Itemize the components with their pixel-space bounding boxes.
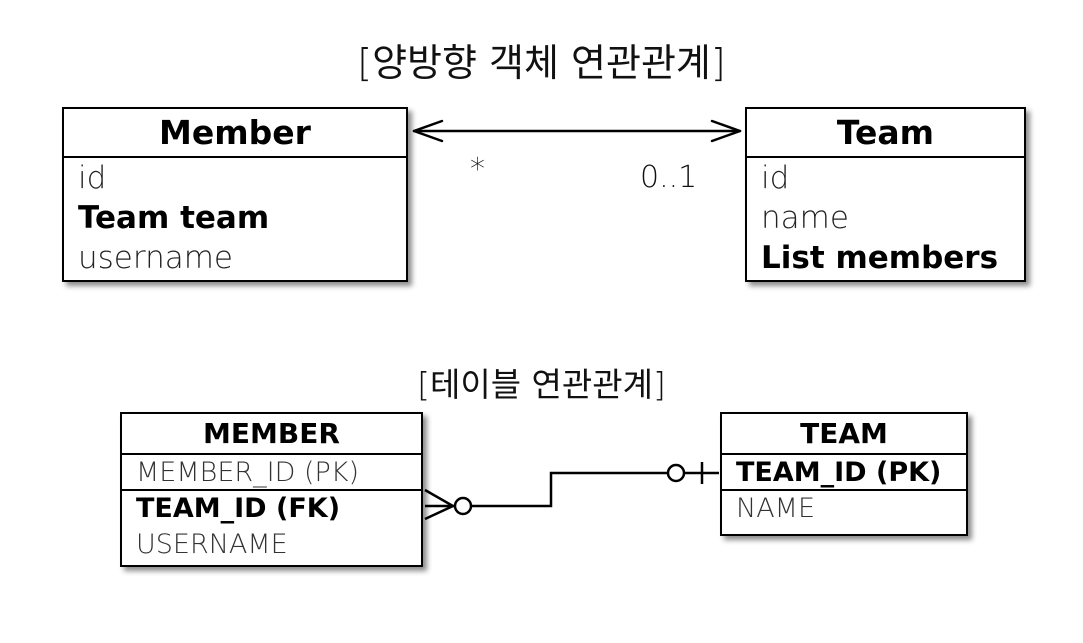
team-object-field-members: List members xyxy=(761,240,999,276)
crows-foot-many-icon xyxy=(424,488,456,521)
arrowhead-left-icon xyxy=(412,119,444,143)
team-table-box: TEAM TEAM_ID (PK) NAME xyxy=(720,412,968,536)
member-table-name: MEMBER xyxy=(122,414,421,455)
team-table-column-name: NAME xyxy=(736,493,816,524)
optional-circle-left-icon xyxy=(453,496,473,516)
member-object-name: Member xyxy=(64,109,406,158)
member-object-field-id: id xyxy=(78,160,107,196)
member-object-box: Member id Team team username xyxy=(62,107,408,282)
optional-circle-right-icon xyxy=(666,463,686,483)
left-multiplicity-label: * xyxy=(470,152,485,187)
member-object-field-team: Team team xyxy=(78,200,270,236)
member-table-column-member-id: MEMBER_ID (PK) xyxy=(122,455,421,491)
member-table-column-team-id: TEAM_ID (FK) xyxy=(136,493,341,524)
team-object-name: Team xyxy=(747,109,1024,158)
object-relationship-title: [양방향 객체 연관관계] xyxy=(357,41,726,85)
team-object-field-name: name xyxy=(761,200,849,236)
relationship-connector-line xyxy=(471,471,668,508)
foreign-key-relationship-line xyxy=(424,462,719,521)
member-object-field-username: username xyxy=(78,240,233,276)
right-multiplicity-label: 0..1 xyxy=(640,160,698,195)
table-relationship-title: [테이블 연관관계] xyxy=(417,365,666,404)
member-table-column-username: USERNAME xyxy=(136,529,288,560)
team-object-field-id: id xyxy=(761,160,790,196)
arrowhead-right-icon xyxy=(710,119,742,143)
team-object-box: Team id name List members xyxy=(745,107,1026,282)
bidirectional-association-arrow xyxy=(412,119,742,143)
team-table-name: TEAM xyxy=(722,414,966,455)
member-table-box: MEMBER MEMBER_ID (PK) TEAM_ID (FK) USERN… xyxy=(120,412,423,567)
team-table-column-team-id: TEAM_ID (PK) xyxy=(722,455,966,491)
